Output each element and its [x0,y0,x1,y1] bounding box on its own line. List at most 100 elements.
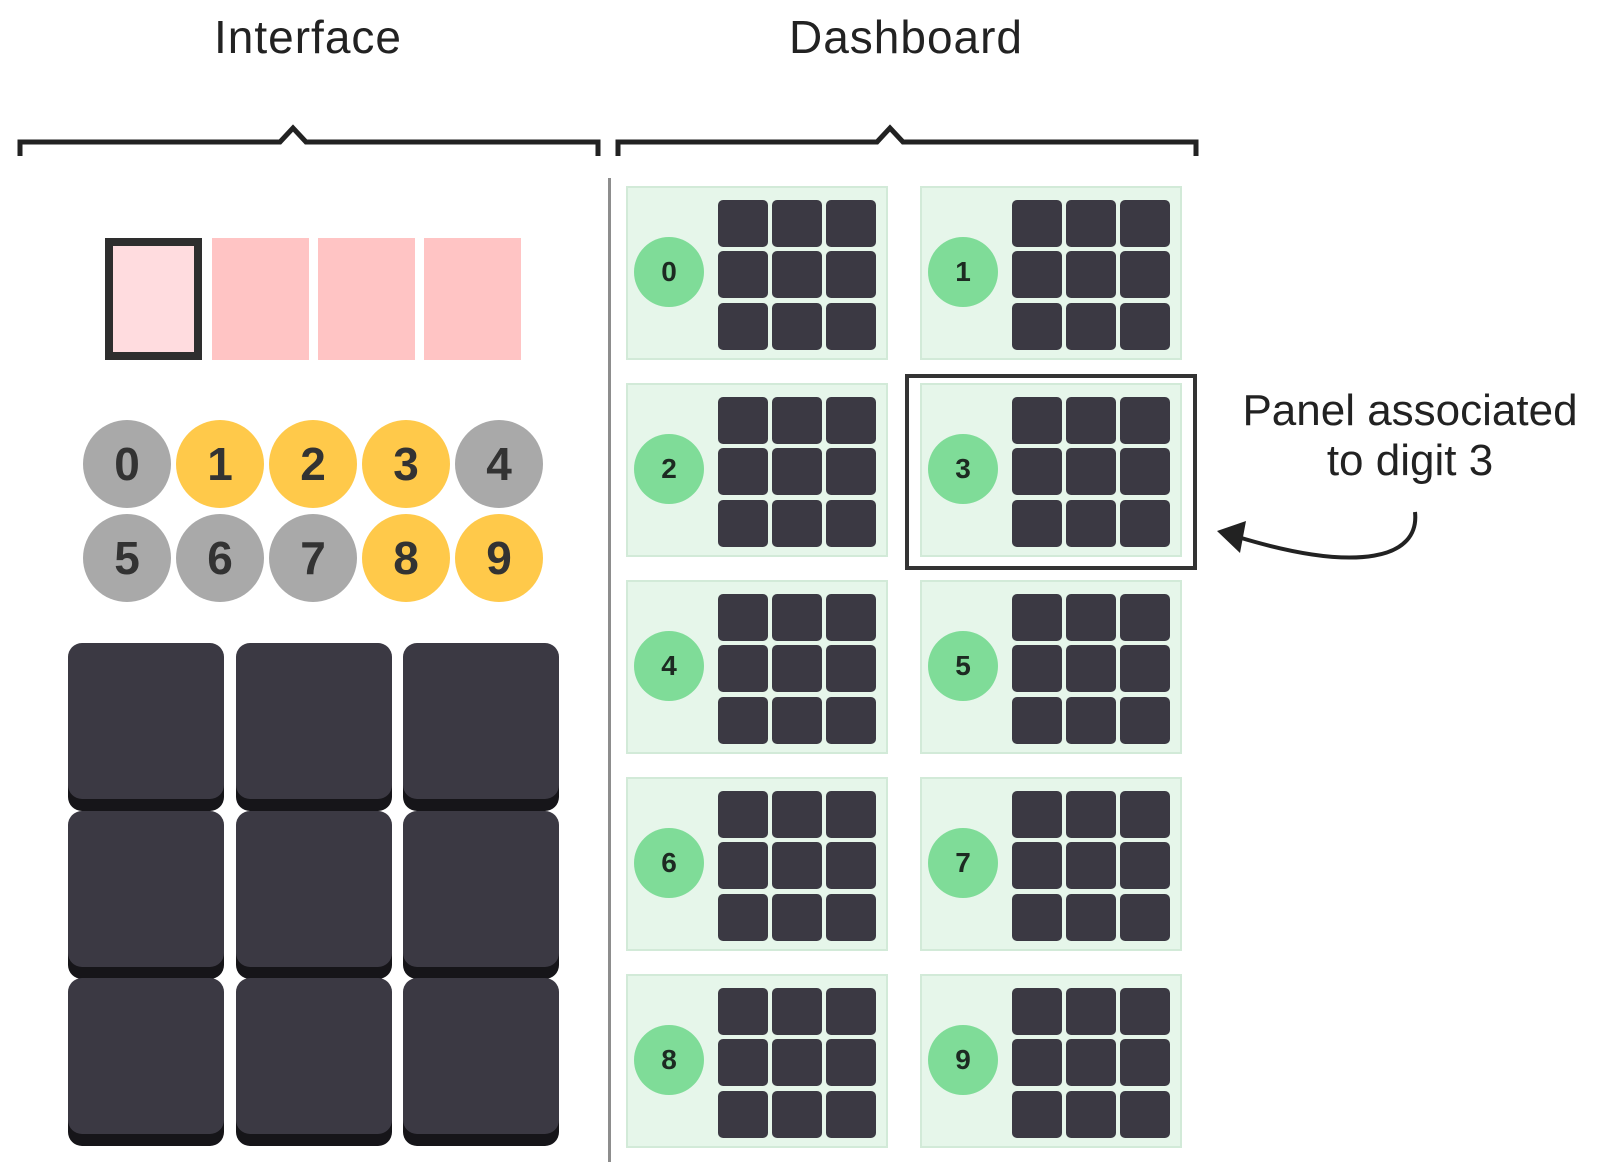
mini-key [826,697,876,744]
mini-key [1066,397,1116,444]
mini-key [1012,988,1062,1035]
mini-key [1120,251,1170,298]
mini-key [826,1039,876,1086]
dashboard-heading: Dashboard [788,11,1024,63]
mini-key [1066,200,1116,247]
panel-mini-grid [718,594,880,744]
dashboard-bracket [615,124,1199,156]
mini-key [772,988,822,1035]
keypad-key-2-2[interactable] [403,978,559,1134]
panel-mini-grid [1012,200,1174,350]
mini-key [1012,645,1062,692]
panel-mini-grid [718,791,880,941]
keypad-key-1-2[interactable] [403,811,559,967]
mini-key [718,594,768,641]
keypad-key-2-0[interactable] [68,978,224,1134]
mini-key [1012,251,1062,298]
mini-key [826,1091,876,1138]
mini-key [1066,500,1116,547]
digit-button-1[interactable]: 1 [176,420,264,508]
digit-button-0[interactable]: 0 [83,420,171,508]
mini-key [718,842,768,889]
mini-key [772,697,822,744]
mini-key [1012,397,1062,444]
interface-bracket [17,124,601,156]
panel-6: 6 [626,777,888,951]
panel-badge-4: 4 [634,631,704,701]
mini-key [1120,1039,1170,1086]
mini-key [1012,894,1062,941]
panel-5: 5 [920,580,1182,754]
digit-button-2[interactable]: 2 [269,420,357,508]
keypad-key-0-2[interactable] [403,643,559,799]
annotation-line1: Panel associated [1242,386,1578,435]
mini-key [826,894,876,941]
display-slot-2 [318,238,415,360]
keypad-key-1-1[interactable] [236,811,392,967]
annotation-arrow [1237,511,1418,560]
mini-key [826,645,876,692]
mini-key [772,1091,822,1138]
mini-key [1012,303,1062,350]
mini-key [826,303,876,350]
panel-1: 1 [920,186,1182,360]
mini-key [1012,842,1062,889]
mini-key [1120,842,1170,889]
mini-key [826,251,876,298]
digit-button-8[interactable]: 8 [362,514,450,602]
mini-key [718,645,768,692]
mini-key [772,645,822,692]
mini-key [1120,697,1170,744]
mini-key [772,594,822,641]
mini-key [772,500,822,547]
mini-key [1066,988,1116,1035]
mini-key [772,251,822,298]
section-divider [608,178,611,1162]
mini-key [772,1039,822,1086]
mini-key [826,397,876,444]
mini-key [772,894,822,941]
keypad-key-0-0[interactable] [68,643,224,799]
mini-key [1120,200,1170,247]
annotation-text: Panel associated to digit 3 [1225,386,1595,486]
panel-9: 9 [920,974,1182,1148]
mini-key [1012,594,1062,641]
digit-button-6[interactable]: 6 [176,514,264,602]
mini-key [772,397,822,444]
keypad-key-0-1[interactable] [236,643,392,799]
mini-key [718,500,768,547]
mini-key [1066,842,1116,889]
digit-button-3[interactable]: 3 [362,420,450,508]
arrow-head [1217,521,1246,553]
mini-key [826,200,876,247]
mini-key [1012,200,1062,247]
mini-key [718,397,768,444]
mini-key [1066,448,1116,495]
mini-key [718,791,768,838]
mini-key [718,251,768,298]
digit-button-5[interactable]: 5 [83,514,171,602]
keypad-key-2-1[interactable] [236,978,392,1134]
keypad-key-1-0[interactable] [68,811,224,967]
panel-mini-grid [1012,594,1174,744]
mini-key [1066,697,1116,744]
panel-2: 2 [626,383,888,557]
mini-key [1120,645,1170,692]
panel-7: 7 [920,777,1182,951]
digit-button-7[interactable]: 7 [269,514,357,602]
display-slot-3 [424,238,521,360]
mini-key [1120,397,1170,444]
mini-key [1012,697,1062,744]
digit-button-9[interactable]: 9 [455,514,543,602]
mini-key [826,791,876,838]
mini-key [1066,791,1116,838]
panel-mini-grid [718,988,880,1138]
mini-key [772,200,822,247]
mini-key [1066,894,1116,941]
highlight-box [905,374,1197,570]
digit-button-4[interactable]: 4 [455,420,543,508]
mini-key [718,303,768,350]
mini-key [826,448,876,495]
mini-key [826,500,876,547]
